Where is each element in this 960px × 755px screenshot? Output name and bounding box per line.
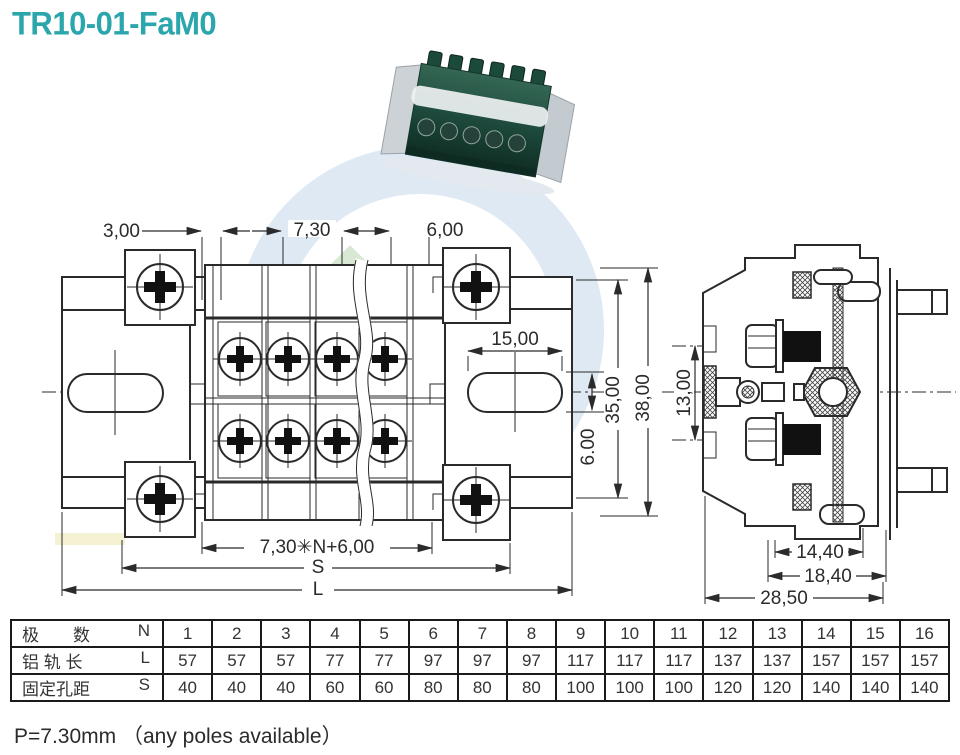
table-cell: 57 <box>211 646 263 675</box>
front-view-dimensions: 3,00 7,30 6,00 15,00 6.00 35,00 <box>60 220 658 600</box>
table-cell: 77 <box>309 646 361 675</box>
table-cell: 140 <box>800 673 852 702</box>
product-photo <box>380 50 576 195</box>
table-cell: 60 <box>309 673 361 702</box>
table-cell: 57 <box>260 646 312 675</box>
terminal-screws <box>417 118 526 153</box>
row-label-cn: 极 数 <box>22 626 90 645</box>
table-cell: 100 <box>604 673 656 702</box>
table-cell: 57 <box>161 646 214 675</box>
table-cell: 12 <box>702 619 754 648</box>
table-cell: 157 <box>800 646 852 675</box>
table-cell: 117 <box>604 646 656 675</box>
row-label-letter: S <box>138 675 150 694</box>
table-cell: 117 <box>554 646 607 675</box>
table-cell: 100 <box>653 673 705 702</box>
side-view: 13,00 14,40 18,40 28,50 <box>662 244 956 609</box>
table-cell: 4 <box>309 619 361 648</box>
table-cell: 120 <box>751 673 803 702</box>
table-cell: 97 <box>456 646 508 675</box>
dim-l: L <box>313 579 324 600</box>
table-cell: 80 <box>456 673 508 702</box>
row-label: 固定孔距 S <box>10 673 164 702</box>
dim-3: 3,00 <box>103 221 140 242</box>
pitch-note: P=7.30mm （any poles available） <box>14 725 343 748</box>
row-label-letter: N <box>137 621 150 640</box>
dim-6-slot: 6.00 <box>578 429 599 466</box>
table-cell: 3 <box>260 619 312 648</box>
table-cell: 7 <box>456 619 508 648</box>
dim-13: 13,00 <box>674 369 695 417</box>
dim-35: 35,00 <box>603 376 624 424</box>
table-cell: 40 <box>161 673 214 702</box>
row-label-letter: L <box>140 648 150 667</box>
table-cell: 140 <box>849 673 901 702</box>
phillips-screw <box>127 254 509 533</box>
dim-7-3: 7,30 <box>294 220 331 241</box>
dim-formula: 7,30✳N+6,00 <box>260 537 375 558</box>
table-cell: 100 <box>554 673 607 702</box>
table-cell: 16 <box>898 619 951 648</box>
dim-6-top: 6,00 <box>427 220 464 241</box>
side-view-dimensions: 13,00 14,40 18,40 28,50 <box>674 344 888 609</box>
table-cell: 6 <box>407 619 459 648</box>
table-cell: 9 <box>554 619 607 648</box>
dim-38: 38,00 <box>633 374 654 422</box>
clamp-screw-bottom <box>745 412 821 466</box>
table-cell: 137 <box>702 646 754 675</box>
row-label-cn: 固定孔距 <box>22 680 90 699</box>
hex-contact <box>793 367 862 417</box>
table-cell: 10 <box>604 619 656 648</box>
table-cell: 8 <box>505 619 558 648</box>
dim-s: S <box>312 557 325 578</box>
dim-14-4: 14,40 <box>796 542 844 563</box>
break-line <box>352 258 374 528</box>
table-cell: 13 <box>751 619 803 648</box>
table-cell: 117 <box>653 646 705 675</box>
table-cell: 14 <box>800 619 852 648</box>
table-cell: 157 <box>849 646 901 675</box>
table-cell: 137 <box>751 646 803 675</box>
clamp-screw-top <box>745 319 821 373</box>
table-cell: 80 <box>407 673 459 702</box>
table-cell: 60 <box>358 673 410 702</box>
table-cell: 140 <box>898 673 951 702</box>
dim-28-5: 28,50 <box>760 588 808 609</box>
table-cell: 77 <box>358 646 410 675</box>
table-cell: 1 <box>161 619 214 648</box>
table-cell: 40 <box>211 673 263 702</box>
terminal-screw-front <box>213 321 412 479</box>
table-cell: 97 <box>407 646 459 675</box>
table-cell: 80 <box>505 673 558 702</box>
table-cell: 97 <box>505 646 558 675</box>
table-cell: 2 <box>211 619 263 648</box>
table-cell: 120 <box>702 673 754 702</box>
table-cell: 5 <box>358 619 410 648</box>
row-label-cn: 铝 轨 长 <box>22 653 83 672</box>
dim-15: 15,00 <box>491 329 539 350</box>
front-view: 3,00 7,30 6,00 15,00 6.00 35,00 <box>42 220 658 600</box>
table-cell: 15 <box>849 619 901 648</box>
page-title: TR10-01-FaM0 <box>12 5 217 42</box>
table-cell: 157 <box>898 646 951 675</box>
dim-18-4: 18,40 <box>804 566 852 587</box>
fixing-flange <box>703 365 785 419</box>
table-cell: 40 <box>260 673 312 702</box>
table-cell: 11 <box>653 619 705 648</box>
